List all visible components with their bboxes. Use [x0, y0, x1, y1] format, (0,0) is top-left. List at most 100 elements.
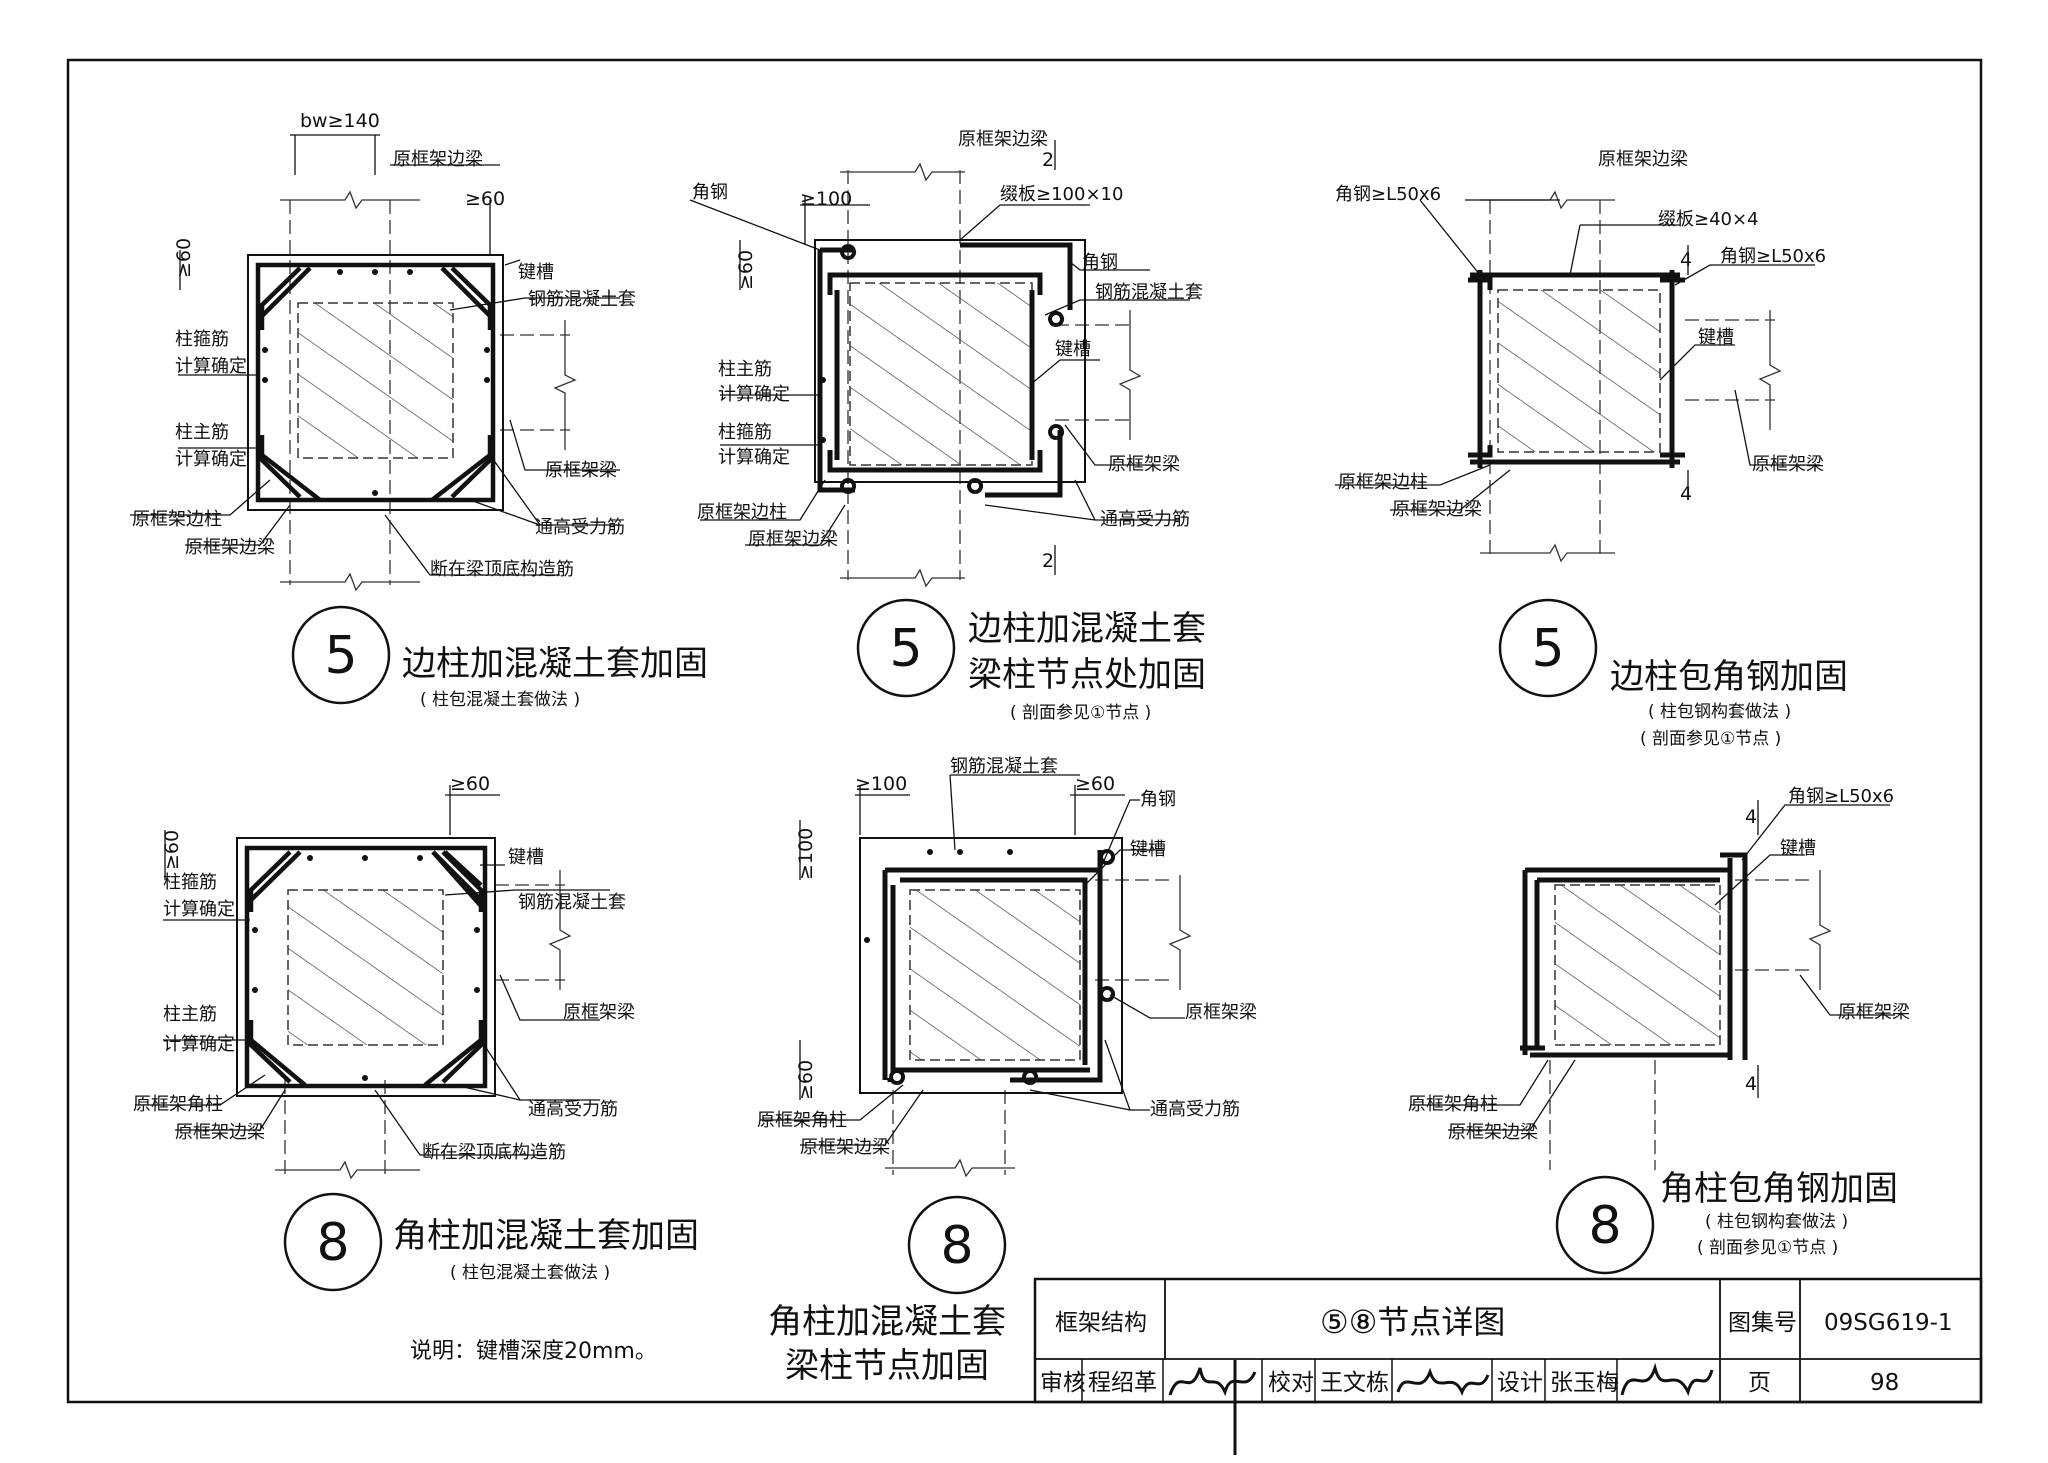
- label-edge-column: 原框架边柱: [1338, 472, 1428, 493]
- detail-title: 角柱包角钢加固: [1660, 1169, 1898, 1209]
- tb-page-number: 98: [1870, 1370, 1899, 1396]
- label-edge-beam: 原框架边梁: [1392, 499, 1482, 520]
- label-section-top: 2: [1042, 149, 1054, 171]
- tb-check-label: 校对: [1268, 1370, 1314, 1396]
- detail-edge-column-concrete-jacket: bw≥140 原框架边梁 ≥60 ≥60 键槽 钢筋混凝土套 柱箍筋 计算确定 …: [130, 110, 708, 710]
- detail-number: 5: [889, 619, 922, 679]
- label-through-bar: 通高受力筋: [528, 1099, 618, 1120]
- label-cut-bar: 断在梁顶底构造筋: [422, 1142, 566, 1163]
- label-main-bar-calc: 计算确定: [175, 449, 247, 470]
- label-edge-column: 原框架边柱: [697, 502, 787, 523]
- detail-title: 角柱加混凝土套加固: [393, 1216, 699, 1256]
- label-stirrup: 柱箍筋: [718, 422, 772, 443]
- label-gap-top: ≥100: [855, 773, 907, 795]
- label-main-bar: 柱主筋: [163, 1004, 217, 1025]
- label-gap-top-right: ≥60: [1075, 773, 1115, 795]
- detail-corner-column-steel-angle: 4 4 角钢≥L50x6 键槽 原框架梁 原框架角柱 原框架边梁 8 角柱包角钢…: [1408, 786, 1910, 1275]
- label-corner-column: 原框架角柱: [757, 1110, 847, 1131]
- label-stirrup: 柱箍筋: [163, 872, 217, 893]
- detail-title: 边柱包角钢加固: [1610, 657, 1848, 697]
- label-section-bottom: 4: [1745, 1073, 1757, 1095]
- detail-number: 8: [940, 1216, 973, 1276]
- signature-checker: [1396, 1367, 1490, 1396]
- tb-atlas-number: 09SG619-1: [1824, 1310, 1953, 1336]
- label-right-beam: 原框架梁: [1185, 1002, 1257, 1023]
- label-rc-jacket: 钢筋混凝土套: [518, 892, 626, 913]
- label-keyway: 键槽: [1780, 838, 1816, 859]
- label-gap-left-bottom: ≥60: [795, 1060, 817, 1100]
- tb-drawing-title: ⑤⑧节点详图: [1320, 1303, 1505, 1341]
- detail-number: 8: [316, 1213, 349, 1273]
- label-edge-beam: 原框架边梁: [800, 1137, 890, 1158]
- tb-category: 框架结构: [1055, 1310, 1147, 1336]
- label-stirrup: 柱箍筋: [175, 329, 229, 350]
- detail-note-2: ( 剖面参见①节点 ): [1697, 1238, 1838, 1258]
- signature-reviewer: [1168, 1360, 1257, 1455]
- label-gap-top: ≥60: [465, 188, 505, 210]
- label-through-bar: 通高受力筋: [1150, 1099, 1240, 1120]
- detail-number: 5: [324, 626, 357, 686]
- label-stirrup-calc: 计算确定: [718, 447, 790, 468]
- label-edge-beam: 原框架边梁: [185, 537, 275, 558]
- label-gap-left: ≥60: [735, 250, 757, 290]
- detail-edge-column-concrete-jacket-joint: 角钢 ≥100 ≥60 原框架边梁 2 2 缀板≥100×10 角钢 钢筋混凝土…: [689, 129, 1206, 723]
- detail-title-line2: 梁柱节点加固: [785, 1346, 989, 1386]
- label-right-beam: 原框架梁: [1108, 454, 1180, 475]
- label-batten: 缀板≥40×4: [1658, 209, 1759, 230]
- label-batten: 缀板≥100×10: [1000, 184, 1123, 205]
- label-angle: 角钢: [692, 182, 728, 203]
- detail-title-line1: 角柱加混凝土套: [768, 1302, 1006, 1342]
- label-angle-right: 角钢: [1082, 252, 1118, 273]
- label-gap-top: ≥60: [450, 773, 490, 795]
- label-stirrup-calc: 计算确定: [163, 899, 235, 920]
- label-edge-beam: 原框架边梁: [748, 529, 838, 550]
- detail-note-1: ( 柱包钢构套做法 ): [1705, 1212, 1848, 1232]
- label-right-beam: 原框架梁: [1838, 1002, 1910, 1023]
- label-angle-right: 角钢≥L50x6: [1720, 246, 1826, 267]
- label-through-bar: 通高受力筋: [535, 517, 625, 538]
- label-edge-beam: 原框架边梁: [175, 1122, 265, 1143]
- detail-note: ( 柱包混凝土套做法 ): [450, 1263, 610, 1283]
- label-keyway: 键槽: [518, 262, 554, 283]
- label-corner-column: 原框架角柱: [133, 1094, 223, 1115]
- label-top-beam: 原框架边梁: [393, 149, 483, 170]
- tb-page-label: 页: [1748, 1370, 1771, 1396]
- label-corner-column: 原框架角柱: [1408, 1094, 1498, 1115]
- label-keyway: 键槽: [1698, 327, 1734, 348]
- label-angle: 角钢: [1140, 789, 1176, 810]
- detail-edge-column-steel-angle: 原框架边梁 角钢≥L50x6 缀板≥40×4 4 4 角钢≥L50x6 键槽 原…: [1335, 149, 1848, 749]
- detail-corner-column-concrete-jacket: ≥60 ≥60 键槽 钢筋混凝土套 柱箍筋 计算确定 柱主筋 计算确定 原框架梁…: [133, 773, 699, 1292]
- label-section-bottom: 4: [1680, 483, 1692, 505]
- label-bw: bw≥140: [300, 110, 380, 132]
- label-gap-left: ≥60: [173, 238, 195, 278]
- label-keyway: 键槽: [1130, 839, 1166, 860]
- signature-designer: [1620, 1362, 1714, 1397]
- label-rc-jacket: 钢筋混凝土套: [1095, 282, 1203, 303]
- label-section-bottom: 2: [1042, 550, 1054, 572]
- detail-note-1: ( 柱包钢构套做法 ): [1648, 702, 1791, 722]
- label-main-bar-calc: 计算确定: [163, 1034, 235, 1055]
- tb-designer: 张玉梅: [1550, 1370, 1619, 1396]
- tb-reviewer: 程绍革: [1088, 1370, 1157, 1396]
- label-rc-jacket: 钢筋混凝土套: [528, 289, 636, 310]
- title-block: [1033, 1277, 1983, 1404]
- tb-review-label: 审核: [1040, 1370, 1086, 1396]
- detail-note: ( 柱包混凝土套做法 ): [420, 690, 580, 710]
- detail-title: 边柱加混凝土套加固: [402, 644, 708, 684]
- label-right-beam: 原框架梁: [563, 1002, 635, 1023]
- label-through-bar: 通高受力筋: [1100, 509, 1190, 530]
- sheet-border: [66, 58, 1983, 1404]
- label-keyway: 键槽: [1055, 339, 1091, 360]
- label-cut-bar: 断在梁顶底构造筋: [430, 559, 574, 580]
- label-top-beam: 原框架边梁: [1598, 149, 1688, 170]
- label-edge-column: 原框架边柱: [132, 509, 222, 530]
- detail-note-2: ( 剖面参见①节点 ): [1640, 729, 1781, 749]
- label-angle-left: 角钢≥L50x6: [1335, 184, 1441, 205]
- label-main-bar-calc: 计算确定: [718, 384, 790, 405]
- label-rc-jacket: 钢筋混凝土套: [950, 756, 1058, 777]
- label-gap-left: ≥60: [161, 830, 183, 870]
- label-angle: 角钢≥L50x6: [1788, 786, 1894, 807]
- label-right-beam: 原框架梁: [545, 460, 617, 481]
- detail-title-line2: 梁柱节点处加固: [968, 655, 1206, 695]
- label-main-bar: 柱主筋: [718, 359, 772, 380]
